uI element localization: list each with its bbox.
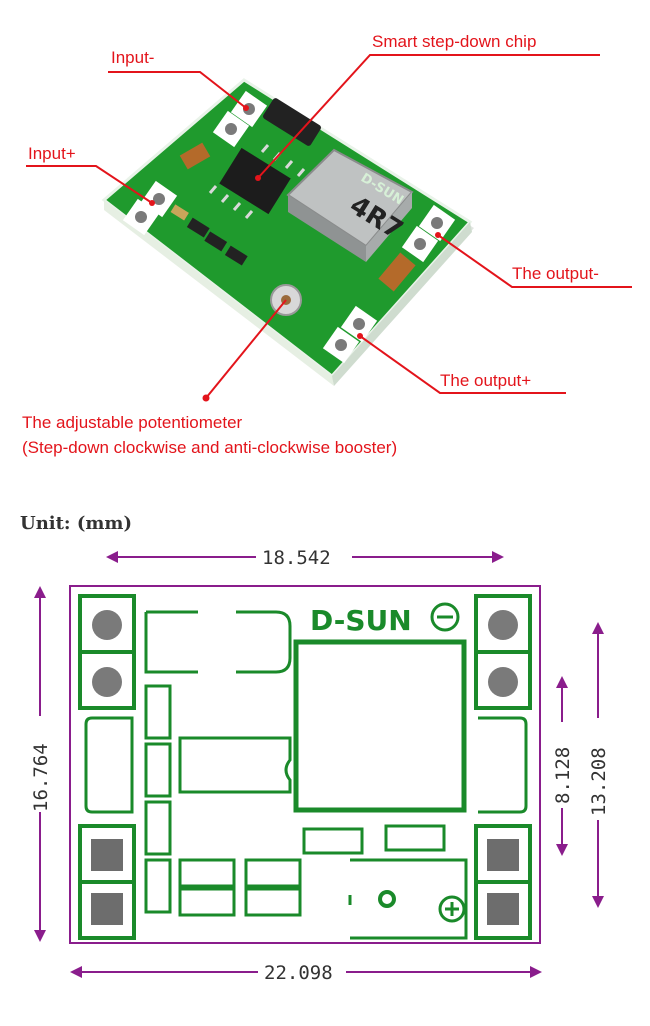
callout-output-minus	[437, 234, 632, 288]
label-input-minus: Input-	[111, 48, 155, 67]
label-potentiometer: The adjustable potentiometer (Step-down …	[22, 410, 397, 460]
plus-symbol	[438, 895, 466, 923]
callout-input-plus	[26, 165, 153, 204]
inductor-outline	[293, 639, 467, 813]
label-smart-chip: Smart step-down chip	[372, 32, 537, 51]
diode	[263, 98, 321, 146]
dim-pad-span: 13.208	[588, 747, 610, 816]
inductor: 4R7	[286, 148, 414, 262]
output-minus-pads	[401, 204, 456, 263]
right-pad-group	[474, 594, 532, 940]
left-pad-group	[78, 594, 136, 940]
label-potentiometer-line2: (Step-down clockwise and anti-clockwise …	[22, 438, 398, 457]
module-photo: 4R7 D-SUN	[26, 54, 632, 402]
input-plus-pads	[122, 180, 178, 236]
dim-total-width: 22.098	[264, 962, 333, 984]
step-down-chip	[219, 147, 291, 215]
label-output-plus: The output+	[440, 371, 532, 390]
dim-top-width: 18.542	[262, 547, 331, 569]
minus-symbol	[430, 602, 460, 632]
dim-pad-pitch: 8.128	[552, 747, 574, 804]
label-output-minus: The output-	[512, 264, 599, 283]
callout-smart-chip	[257, 54, 600, 179]
output-plus-pads	[322, 305, 378, 364]
dim-height: 16.764	[30, 743, 52, 812]
board-outline	[69, 585, 541, 944]
callout-potentiometer	[205, 299, 287, 399]
unit-label: Unit: (mm)	[20, 513, 132, 534]
label-input-plus: Input+	[28, 144, 76, 163]
callout-output-plus	[359, 335, 566, 394]
input-minus-pads	[212, 90, 268, 148]
callout-input-minus	[108, 71, 247, 109]
label-potentiometer-line1: The adjustable potentiometer	[22, 413, 243, 432]
brand-silkscreen: D-SUN	[310, 604, 412, 637]
